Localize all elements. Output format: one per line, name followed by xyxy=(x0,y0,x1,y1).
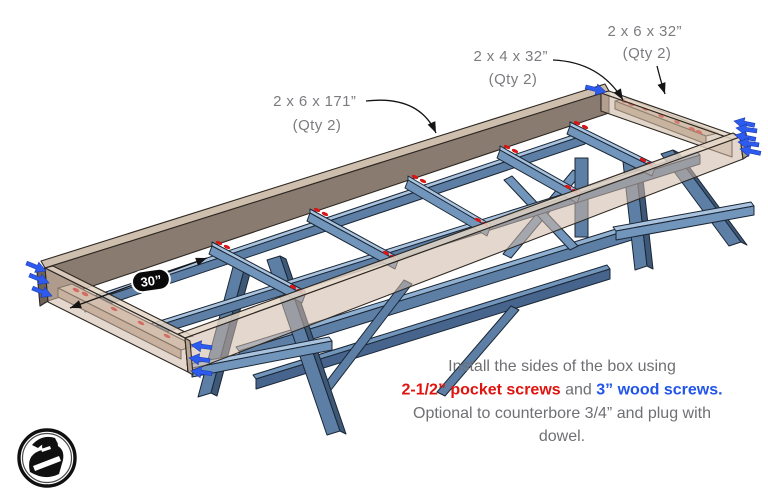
logo-figure-icon xyxy=(29,436,64,478)
label-long-side: 2 x 6 x 171” (Qty 2) xyxy=(273,93,361,134)
cross-rails xyxy=(208,120,656,304)
cross-rail xyxy=(404,174,491,237)
leader-long-side xyxy=(365,99,437,134)
note-line-2: 2-1/2” pocket screws and 3” wood screws. xyxy=(401,382,722,399)
label-long-side-qty: (Qty 2) xyxy=(293,117,342,134)
label-end-support-qty: (Qty 2) xyxy=(489,71,538,88)
near-side-board xyxy=(177,132,750,376)
far-side-board xyxy=(36,83,610,307)
label-long-side-dim: 2 x 6 x 171” xyxy=(273,93,356,110)
note-wood-screws: 3” wood screws. xyxy=(596,382,722,399)
builder-logo xyxy=(17,428,77,488)
note-and: and xyxy=(565,382,596,399)
dimension-30: 30” xyxy=(69,257,208,309)
cross-rail xyxy=(208,240,306,304)
label-end-board-dim: 2 x 6 x 32” xyxy=(607,23,681,40)
leader-end-support xyxy=(552,59,624,101)
part-labels: 2 x 6 x 171” (Qty 2) 2 x 4 x 32” (Qty 2)… xyxy=(273,23,686,134)
label-end-support: 2 x 4 x 32” (Qty 2) xyxy=(473,48,552,88)
label-end-board: 2 x 6 x 32” (Qty 2) xyxy=(607,23,686,62)
leader-end-board xyxy=(656,65,666,95)
note-pocket-screws: 2-1/2” pocket screws xyxy=(401,382,560,399)
dimension-label: 30” xyxy=(140,272,163,290)
instruction-note: Install the sides of the box using 2-1/2… xyxy=(401,358,722,445)
label-end-support-dim: 2 x 4 x 32” xyxy=(473,48,547,65)
label-end-board-qty: (Qty 2) xyxy=(623,45,672,62)
note-line-3: Optional to counterbore 3/4” and plug wi… xyxy=(413,405,711,422)
note-line-4: dowel. xyxy=(539,428,585,445)
diagonal-brace xyxy=(436,305,520,397)
note-line-1: Install the sides of the box using xyxy=(448,358,676,375)
logo-ring xyxy=(17,428,77,488)
